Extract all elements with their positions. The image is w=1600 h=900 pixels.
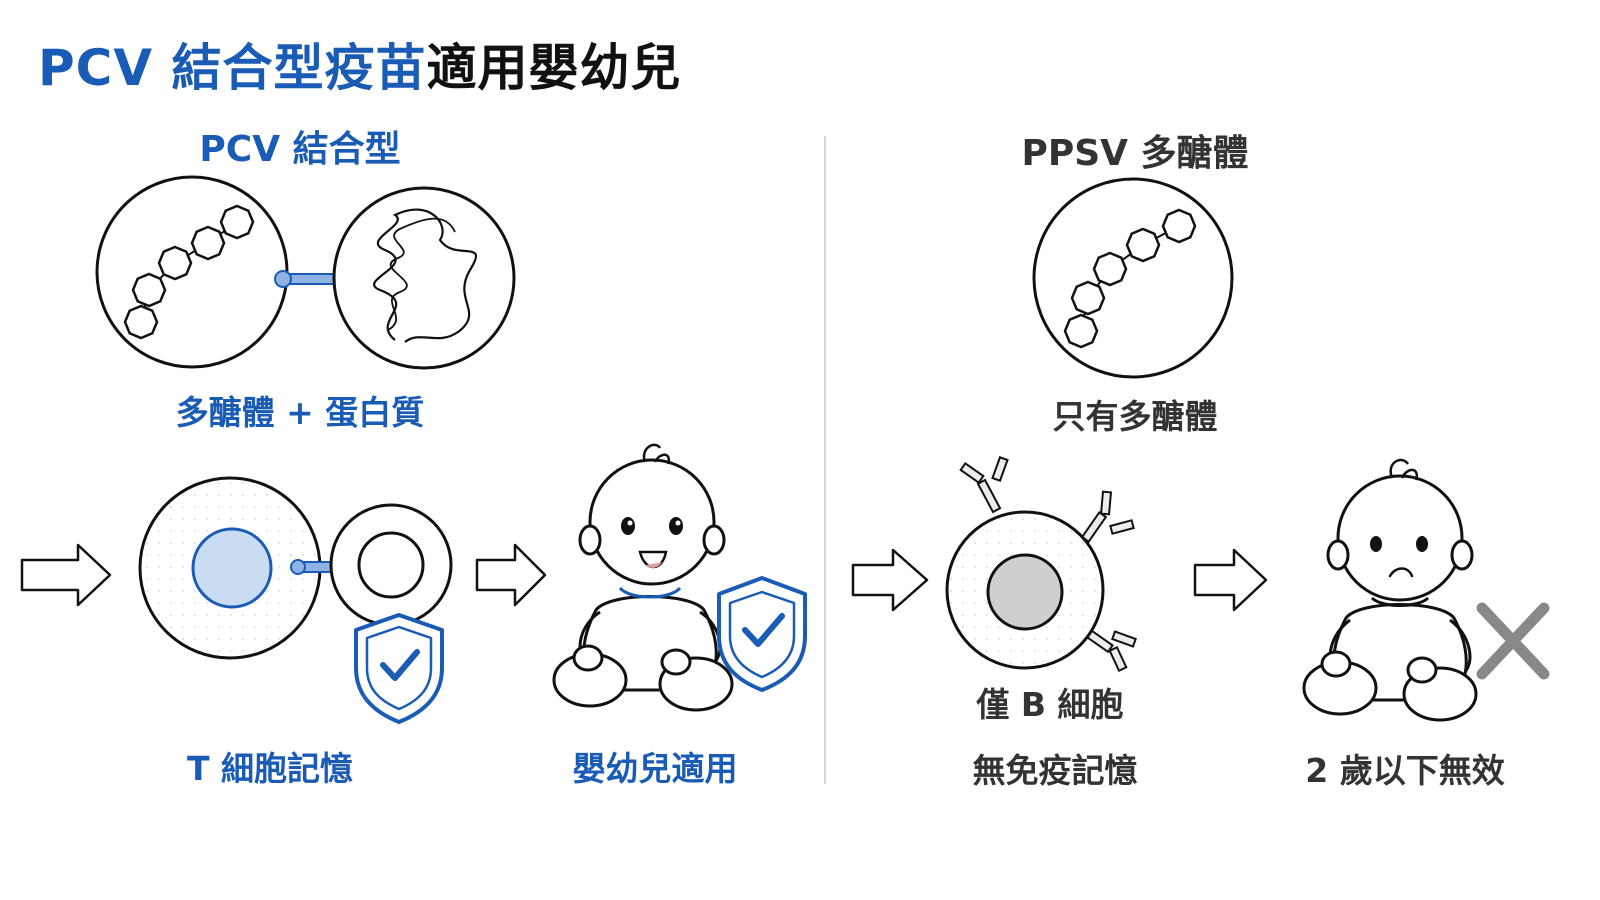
arrow-right-icon [475, 543, 547, 607]
t-cell-icon [138, 476, 322, 660]
baby-icon [552, 443, 734, 712]
column-divider [824, 136, 826, 784]
title-highlight: PCV 結合型疫苗 [38, 39, 427, 97]
pcv-heading: PCV 結合型 [199, 129, 401, 170]
arrow-right-icon [851, 548, 929, 612]
ppsv-composition-label: 只有多醣體 [1052, 397, 1218, 436]
ineffective-under-2-label: 2 歲以下無效 [1305, 751, 1505, 790]
no-memory-label: 無免疫記憶 [972, 751, 1138, 790]
arrow-right-icon [1193, 548, 1268, 612]
infant-suitable-label: 嬰幼兒適用 [572, 749, 738, 788]
polysaccharide-icon [1032, 177, 1234, 379]
arrow-right-icon [20, 543, 112, 607]
shield-check-icon [717, 576, 807, 692]
cross-icon [1476, 602, 1550, 680]
title-rest: 適用嬰幼兒 [426, 39, 682, 97]
t-cell-memory-label: T 細胞記憶 [187, 749, 353, 788]
protein-icon [332, 186, 516, 370]
b-cell-icon [329, 503, 453, 627]
page-title: PCV 結合型疫苗適用嬰幼兒 [38, 28, 681, 100]
polysaccharide-icon [95, 175, 289, 369]
b-cell-icon [945, 456, 1137, 672]
b-cell-only-label: 僅 B 細胞 [976, 685, 1124, 724]
baby-icon [1302, 458, 1478, 722]
shield-check-icon [354, 613, 444, 724]
pcv-composition-label: 多醣體 + 蛋白質 [175, 393, 425, 432]
ppsv-heading: PPSV 多醣體 [1021, 133, 1249, 174]
